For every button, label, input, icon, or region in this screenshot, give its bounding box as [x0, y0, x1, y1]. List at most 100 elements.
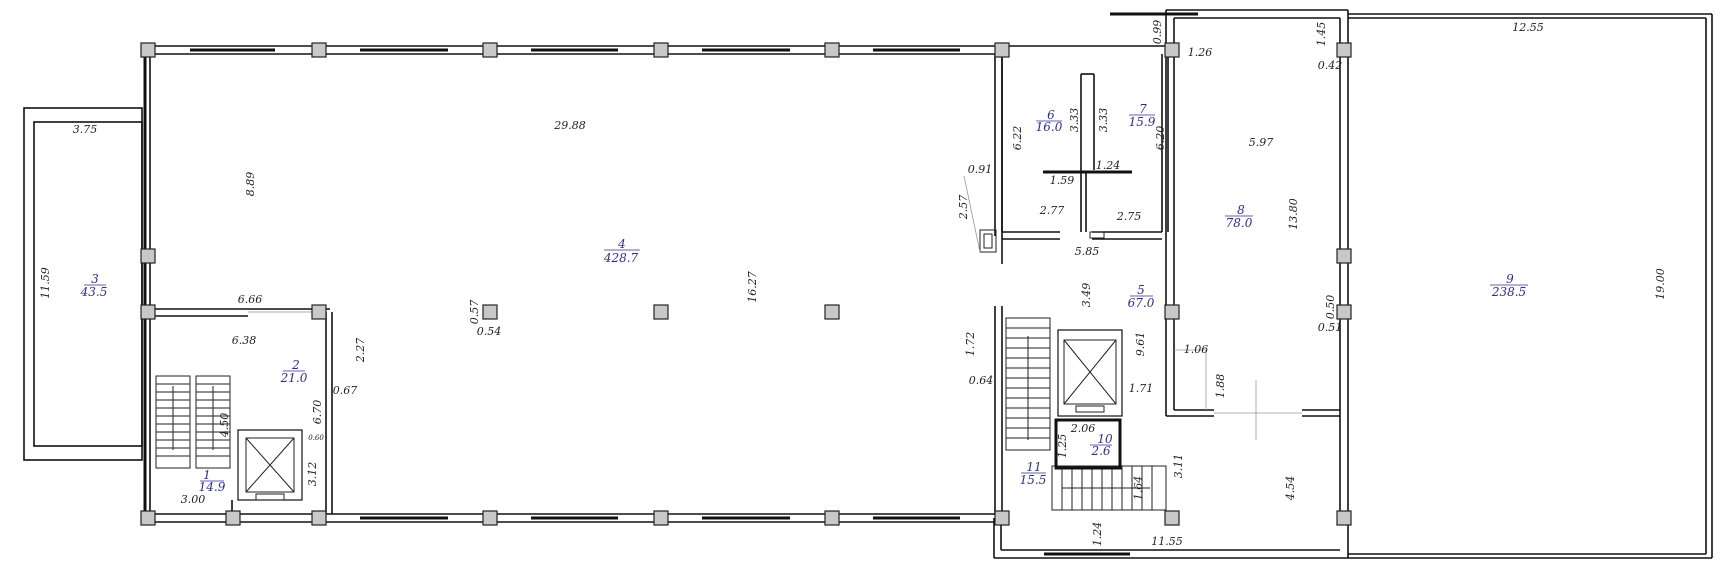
dimension-label: 1.25 — [1056, 434, 1069, 459]
column — [824, 304, 840, 320]
dimension-label: 3.75 — [73, 123, 98, 136]
room-label-underlines — [84, 114, 1528, 482]
dimension-label: 0.50 — [1324, 295, 1337, 320]
structural-columns — [140, 42, 1352, 526]
dimension-label: 11.59 — [39, 267, 52, 299]
room-area: 67.0 — [1128, 296, 1155, 310]
dimension-label: 16.27 — [746, 271, 759, 303]
balcony-left — [23, 107, 143, 461]
dimension-label: 0.57 — [468, 300, 481, 325]
room-number: 7 — [1139, 102, 1147, 116]
room-label-5: 5 67.0 — [1128, 283, 1155, 310]
dimension-label: 6.66 — [238, 293, 263, 306]
dimension-label: 0.60 — [308, 434, 324, 442]
column — [653, 510, 669, 526]
dimension-label: 1.45 — [1315, 22, 1328, 47]
terrace-right — [1348, 13, 1713, 559]
dimension-label: 3.49 — [1080, 283, 1093, 308]
column — [482, 304, 498, 320]
column — [1336, 248, 1352, 264]
column — [140, 42, 156, 58]
column — [225, 510, 241, 526]
room-area: 21.0 — [280, 371, 308, 385]
column — [824, 42, 840, 58]
dimension-label: 1.71 — [1129, 382, 1154, 395]
room-label-2: 2 21.0 — [280, 358, 308, 385]
dimension-label: 5.97 — [1249, 136, 1274, 149]
column — [824, 510, 840, 526]
dimension-label: 2.77 — [1039, 204, 1065, 217]
dimension-label: 3.33 — [1097, 108, 1110, 133]
right-block-walls — [963, 9, 1349, 559]
elevator-right — [1054, 329, 1123, 470]
column — [311, 304, 327, 320]
dimension-label: 2.75 — [1116, 210, 1142, 223]
room-label-4: 4 428.7 — [603, 237, 639, 265]
room-label-6: 6 16.0 — [1036, 108, 1063, 134]
dimension-label: 0.64 — [969, 374, 994, 387]
windows — [190, 12, 1198, 556]
dimension-label: 9.61 — [1134, 332, 1147, 357]
room-label-11: 11 15.5 — [1020, 460, 1047, 487]
room-label-9: 9 238.5 — [1491, 272, 1526, 299]
column — [482, 510, 498, 526]
staircase-left — [155, 375, 231, 469]
room-area: 16.0 — [1036, 120, 1063, 134]
dimension-label: 0.51 — [1318, 321, 1343, 334]
room-number: 10 — [1097, 432, 1113, 446]
column — [140, 510, 156, 526]
dimension-label: 2.27 — [354, 338, 367, 364]
room-number: 11 — [1026, 460, 1041, 474]
room-area: 238.5 — [1491, 285, 1526, 299]
column — [1164, 42, 1180, 58]
column — [1164, 304, 1180, 320]
dimension-label: 29.88 — [553, 119, 586, 132]
dimension-label: 6.38 — [232, 334, 257, 347]
dimension-label: 19.00 — [1654, 268, 1667, 300]
dimension-label: 1.64 — [1132, 476, 1145, 501]
room-number: 3 — [91, 272, 99, 286]
dimension-label: 0.54 — [477, 325, 502, 338]
column — [1336, 42, 1352, 58]
dimension-label: 2.57 — [957, 195, 970, 221]
dimension-label: 1.24 — [1091, 522, 1104, 547]
dimension-label: 6.70 — [311, 400, 324, 425]
dimension-label: 1.72 — [964, 332, 977, 357]
dimension-labels: 29.88 8.89 3.75 11.59 16.27 0.57 0.54 6.… — [39, 20, 1667, 548]
room-label-10: 10 2.6 — [1090, 432, 1113, 458]
staircase-right — [1005, 317, 1167, 511]
dimension-label: 13.80 — [1287, 198, 1300, 230]
column — [140, 248, 156, 264]
room-area: 2.6 — [1090, 444, 1110, 458]
dimension-label: 1.26 — [1188, 46, 1213, 59]
column — [311, 510, 327, 526]
dimension-label: 12.55 — [1512, 21, 1544, 34]
column — [482, 42, 498, 58]
elevator-left — [237, 429, 303, 501]
room-area: 15.9 — [1129, 115, 1156, 129]
room-label-7: 7 15.9 — [1129, 102, 1156, 129]
room-area: 15.5 — [1020, 473, 1047, 487]
dimension-label: 3.11 — [1172, 454, 1185, 479]
column — [653, 304, 669, 320]
dimension-label: 4.54 — [1284, 476, 1297, 502]
room-number: 1 — [203, 468, 211, 482]
room-number: 8 — [1237, 203, 1245, 217]
dimension-label: 1.24 — [1096, 159, 1121, 172]
room-label-8: 8 78.0 — [1226, 203, 1253, 230]
column — [653, 42, 669, 58]
dimension-label: 0.99 — [1151, 20, 1164, 45]
main-building-walls — [143, 45, 1001, 523]
column — [1336, 510, 1352, 526]
dimension-label: 3.12 — [306, 462, 319, 487]
dimension-label: 1.88 — [1214, 374, 1227, 399]
dimension-label: 0.42 — [1318, 59, 1343, 72]
dimension-label: 8.89 — [244, 172, 257, 197]
dimension-label: 3.00 — [181, 493, 206, 506]
column — [994, 510, 1010, 526]
column — [311, 42, 327, 58]
dimension-label: 6.22 — [1011, 126, 1024, 151]
room-area: 43.5 — [80, 285, 108, 299]
room-label-1: 1 14.9 — [199, 468, 226, 494]
